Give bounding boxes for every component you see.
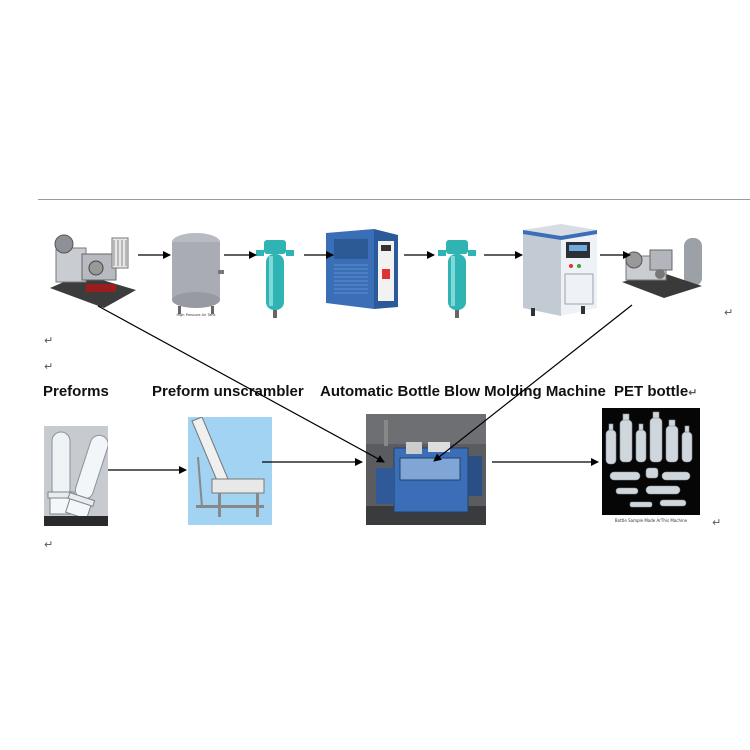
preform-tubes-icon: [44, 426, 108, 526]
water-chiller-icon: [523, 224, 597, 316]
unscrambler-photo: [188, 417, 272, 525]
arrow-lp-compressor-to-machine: [433, 304, 633, 462]
paragraph-mark: ↵: [724, 306, 734, 319]
air-filter-icon: [438, 240, 476, 318]
unscrambler-label: Preform unscrambler: [152, 383, 304, 400]
air-tank-caption: High Pressure Air Tank: [176, 313, 216, 317]
pet-bottle-label-text: PET bottle: [614, 383, 689, 400]
preforms-photo: [44, 426, 108, 526]
paragraph-mark: ↵: [44, 334, 54, 347]
separator-line: [38, 199, 750, 200]
conveyor-icon: [188, 417, 272, 525]
air-tank-photo: High Pressure Air Tank: [168, 230, 224, 320]
water-chiller-photo: [521, 224, 597, 318]
preforms-label: Preforms: [43, 383, 109, 400]
paragraph-mark: ↵: [44, 538, 54, 551]
arrow-compressor-to-machine: [97, 305, 385, 463]
air-compressor-photo: [46, 230, 138, 310]
pet-bottle-caption: Bottle Sample Made ArThis Machine: [602, 515, 700, 526]
blow-molding-machine-icon: [366, 414, 486, 525]
air-dryer-icon: [326, 229, 398, 309]
blow-molding-machine-photo: [366, 414, 486, 525]
pet-bottles-icon: [602, 408, 700, 516]
blow-molding-machine-label: Automatic Bottle Blow Molding Machine: [320, 383, 606, 400]
air-dryer-photo: [326, 229, 398, 312]
air-filter-photo-1: [256, 236, 294, 320]
air-compressor-icon: [50, 234, 136, 308]
pet-bottle-return-mark: ↵: [688, 386, 698, 399]
air-filter-photo-2: [438, 236, 476, 320]
pet-bottle-label: PET bottle↵: [614, 383, 697, 400]
paragraph-mark: ↵: [712, 516, 722, 529]
air-filter-icon: [256, 240, 294, 318]
pet-bottles-photo: Bottle Sample Made ArThis Machine: [602, 408, 700, 526]
air-tank-icon: [172, 233, 224, 314]
paragraph-mark: ↵: [44, 360, 54, 373]
